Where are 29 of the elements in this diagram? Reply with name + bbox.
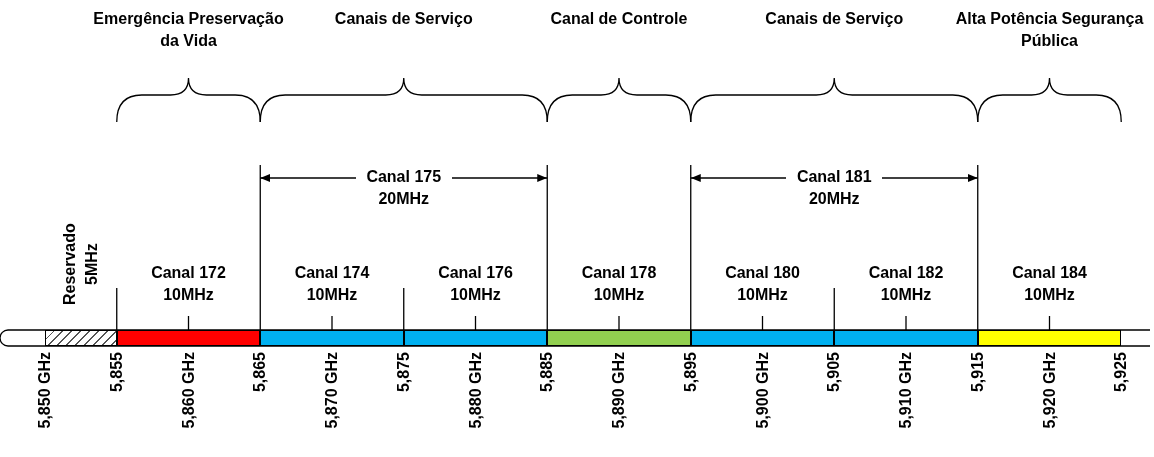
- frequency-label: 5,865: [250, 352, 270, 393]
- channel-label: Canal 174 10MHz: [293, 263, 371, 305]
- group-title: Canais de Serviço: [764, 9, 905, 29]
- frequency-label: 5,880 GHz: [465, 352, 485, 429]
- frequency-label: 5,870 GHz: [322, 352, 341, 429]
- group-title: Alta Potência Segurança Pública: [954, 9, 1145, 51]
- channel-label: Canal 184 10MHz: [1011, 263, 1088, 305]
- channel-label: Canal 182 10MHz: [867, 263, 945, 305]
- frequency-label: 5,915: [967, 352, 987, 393]
- group-title: Canal de Controle: [549, 9, 689, 29]
- channel-label: Canal 176 10MHz: [437, 263, 514, 305]
- frequency-label: 5,860 GHz: [178, 352, 198, 429]
- frequency-label: 5,890 GHz: [609, 352, 628, 429]
- frequency-label: 5,920 GHz: [1039, 352, 1059, 429]
- group-title: Canais de Serviço: [333, 9, 474, 29]
- frequency-label: 5,875: [393, 352, 413, 393]
- group-title: Emergência Preservação da Vida: [92, 9, 285, 51]
- frequency-label: 5,905: [824, 352, 844, 393]
- frequency-label: 5,925: [1111, 352, 1131, 393]
- channel-label: Canal 172 10MHz: [150, 263, 227, 305]
- reserved-label: Reservado 5MHz: [60, 222, 101, 308]
- channel-label: Canal 180 10MHz: [724, 263, 801, 305]
- frequency-label: 5,900 GHz: [752, 352, 772, 429]
- frequency-label: 5,855: [106, 352, 126, 393]
- frequency-label: 5,895: [680, 352, 700, 393]
- channel-label: Canal 178 10MHz: [580, 263, 658, 305]
- frequency-label: 5,850 GHz: [35, 352, 54, 429]
- frequency-label: 5,910 GHz: [896, 352, 915, 429]
- frequency-label: 5,885: [537, 352, 557, 393]
